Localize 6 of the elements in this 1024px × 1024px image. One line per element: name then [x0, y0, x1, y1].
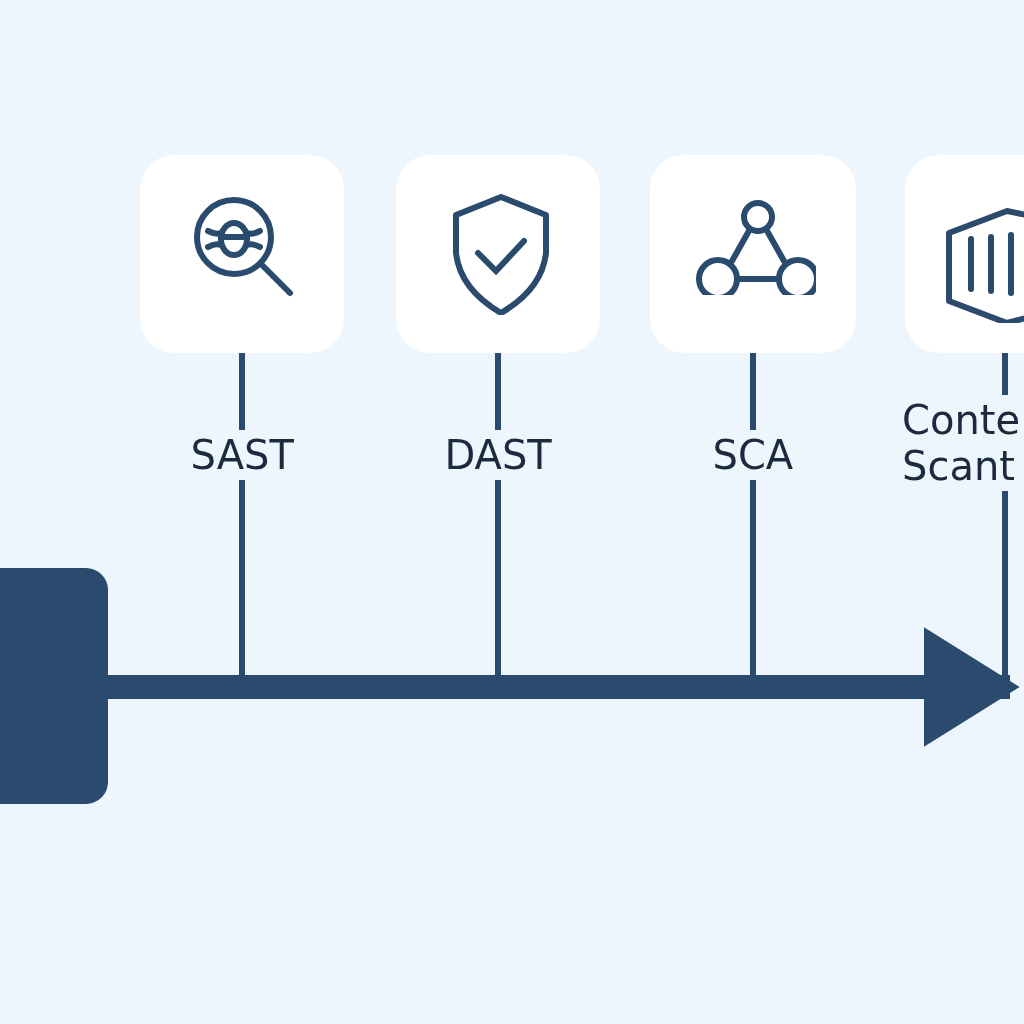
tool-card	[140, 155, 344, 353]
tool-card	[905, 155, 1024, 353]
tool-card	[650, 155, 856, 353]
arrow	[108, 627, 1020, 747]
start-block	[0, 568, 108, 804]
tool-card	[396, 155, 600, 353]
